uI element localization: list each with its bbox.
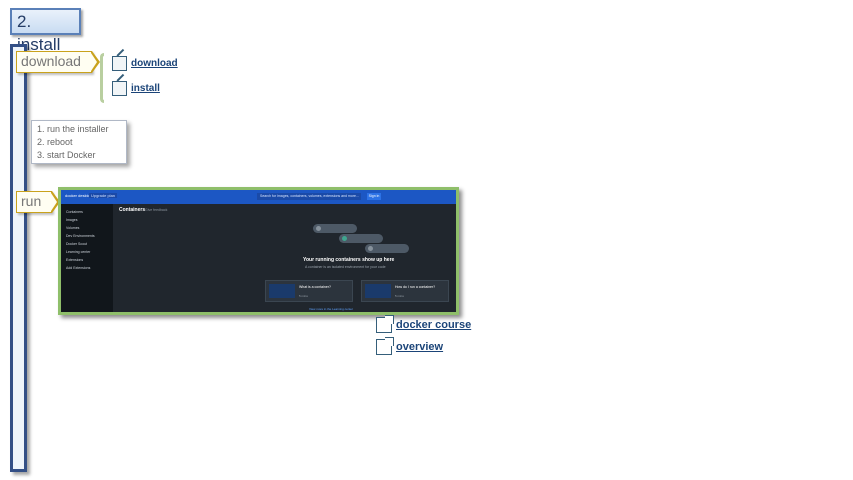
learn-card: How do I run a container? 5 mins [361,280,449,302]
tag-pointer-fill [91,53,97,71]
steps-note[interactable]: 1. run the installer 2. reboot 3. start … [31,120,127,164]
download-link-text[interactable]: download [131,57,178,69]
screenshot-sidebar: Containers Images Volumes Dev Environmen… [61,204,113,312]
feedback-link: Give feedback [145,208,168,212]
card-meta: 5 mins [299,294,308,298]
step-item: 3. start Docker [37,150,96,160]
download-link[interactable]: download [112,54,178,72]
learning-center-link: View more in the Learning center [309,307,353,311]
container-pill [313,224,357,233]
brand-label: docker desktop [65,193,93,198]
docker-desktop-screenshot[interactable]: docker desktop Upgrade plan Search for i… [58,187,459,315]
container-icon [316,226,321,231]
sidebar-item: Learning center [66,250,91,254]
sidebar-item: Dev Environments [66,234,95,238]
sidebar-item: Add Extensions [66,266,91,270]
sidebar-item: Containers [66,210,83,214]
learn-card: What is a container? 5 mins [265,280,353,302]
empty-state-title: Your running containers show up here [303,257,395,263]
container-icon [368,246,373,251]
step-item: 2. reboot [37,137,73,147]
install-link-text[interactable]: install [131,82,160,94]
install-link[interactable]: install [112,79,160,97]
card-title: What is a container? [299,285,331,289]
search-input: Search for images, containers, volumes, … [257,193,361,200]
sidebar-item: Docker Scout [66,242,88,246]
external-link-icon [376,315,394,333]
docker-course-link[interactable]: docker course [376,315,472,334]
document-link-icon [112,80,127,96]
upgrade-button: Upgrade plan [89,193,118,198]
branch-connector [10,44,27,472]
empty-state-subtitle: A container is an isolated environment f… [305,265,386,269]
container-icon [342,236,347,241]
card-title: How do I run a container? [395,285,436,289]
step-item: 1. run the installer [37,124,109,134]
tag-pointer-fill [51,193,57,211]
screenshot-main: Containers Give feedback Your running co… [113,204,456,312]
containers-heading: Containers [119,207,146,213]
run-tag[interactable]: run [16,191,60,213]
overview-link-text[interactable]: overview [396,341,444,353]
document-link-icon [112,55,127,71]
card-meta: 5 mins [395,294,404,298]
run-tag-label: run [16,191,52,213]
card-thumbnail [365,284,391,298]
download-tag[interactable]: download [16,51,100,73]
external-link-icon [376,337,394,355]
overview-link[interactable]: overview [376,337,444,356]
docker-course-link-text[interactable]: docker course [396,319,472,331]
sidebar-item: Volumes [66,226,80,230]
sidebar-item: Images [66,218,78,222]
download-tag-label: download [16,51,92,73]
screenshot-titlebar: docker desktop Upgrade plan Search for i… [61,190,456,204]
sign-in-button: Sign in [367,193,381,200]
card-thumbnail [269,284,295,298]
link-bracket [100,53,104,103]
container-pill [365,244,409,253]
container-pill [339,234,383,243]
title-node[interactable]: 2. install [10,8,81,54]
sidebar-item: Extensions [66,258,84,262]
